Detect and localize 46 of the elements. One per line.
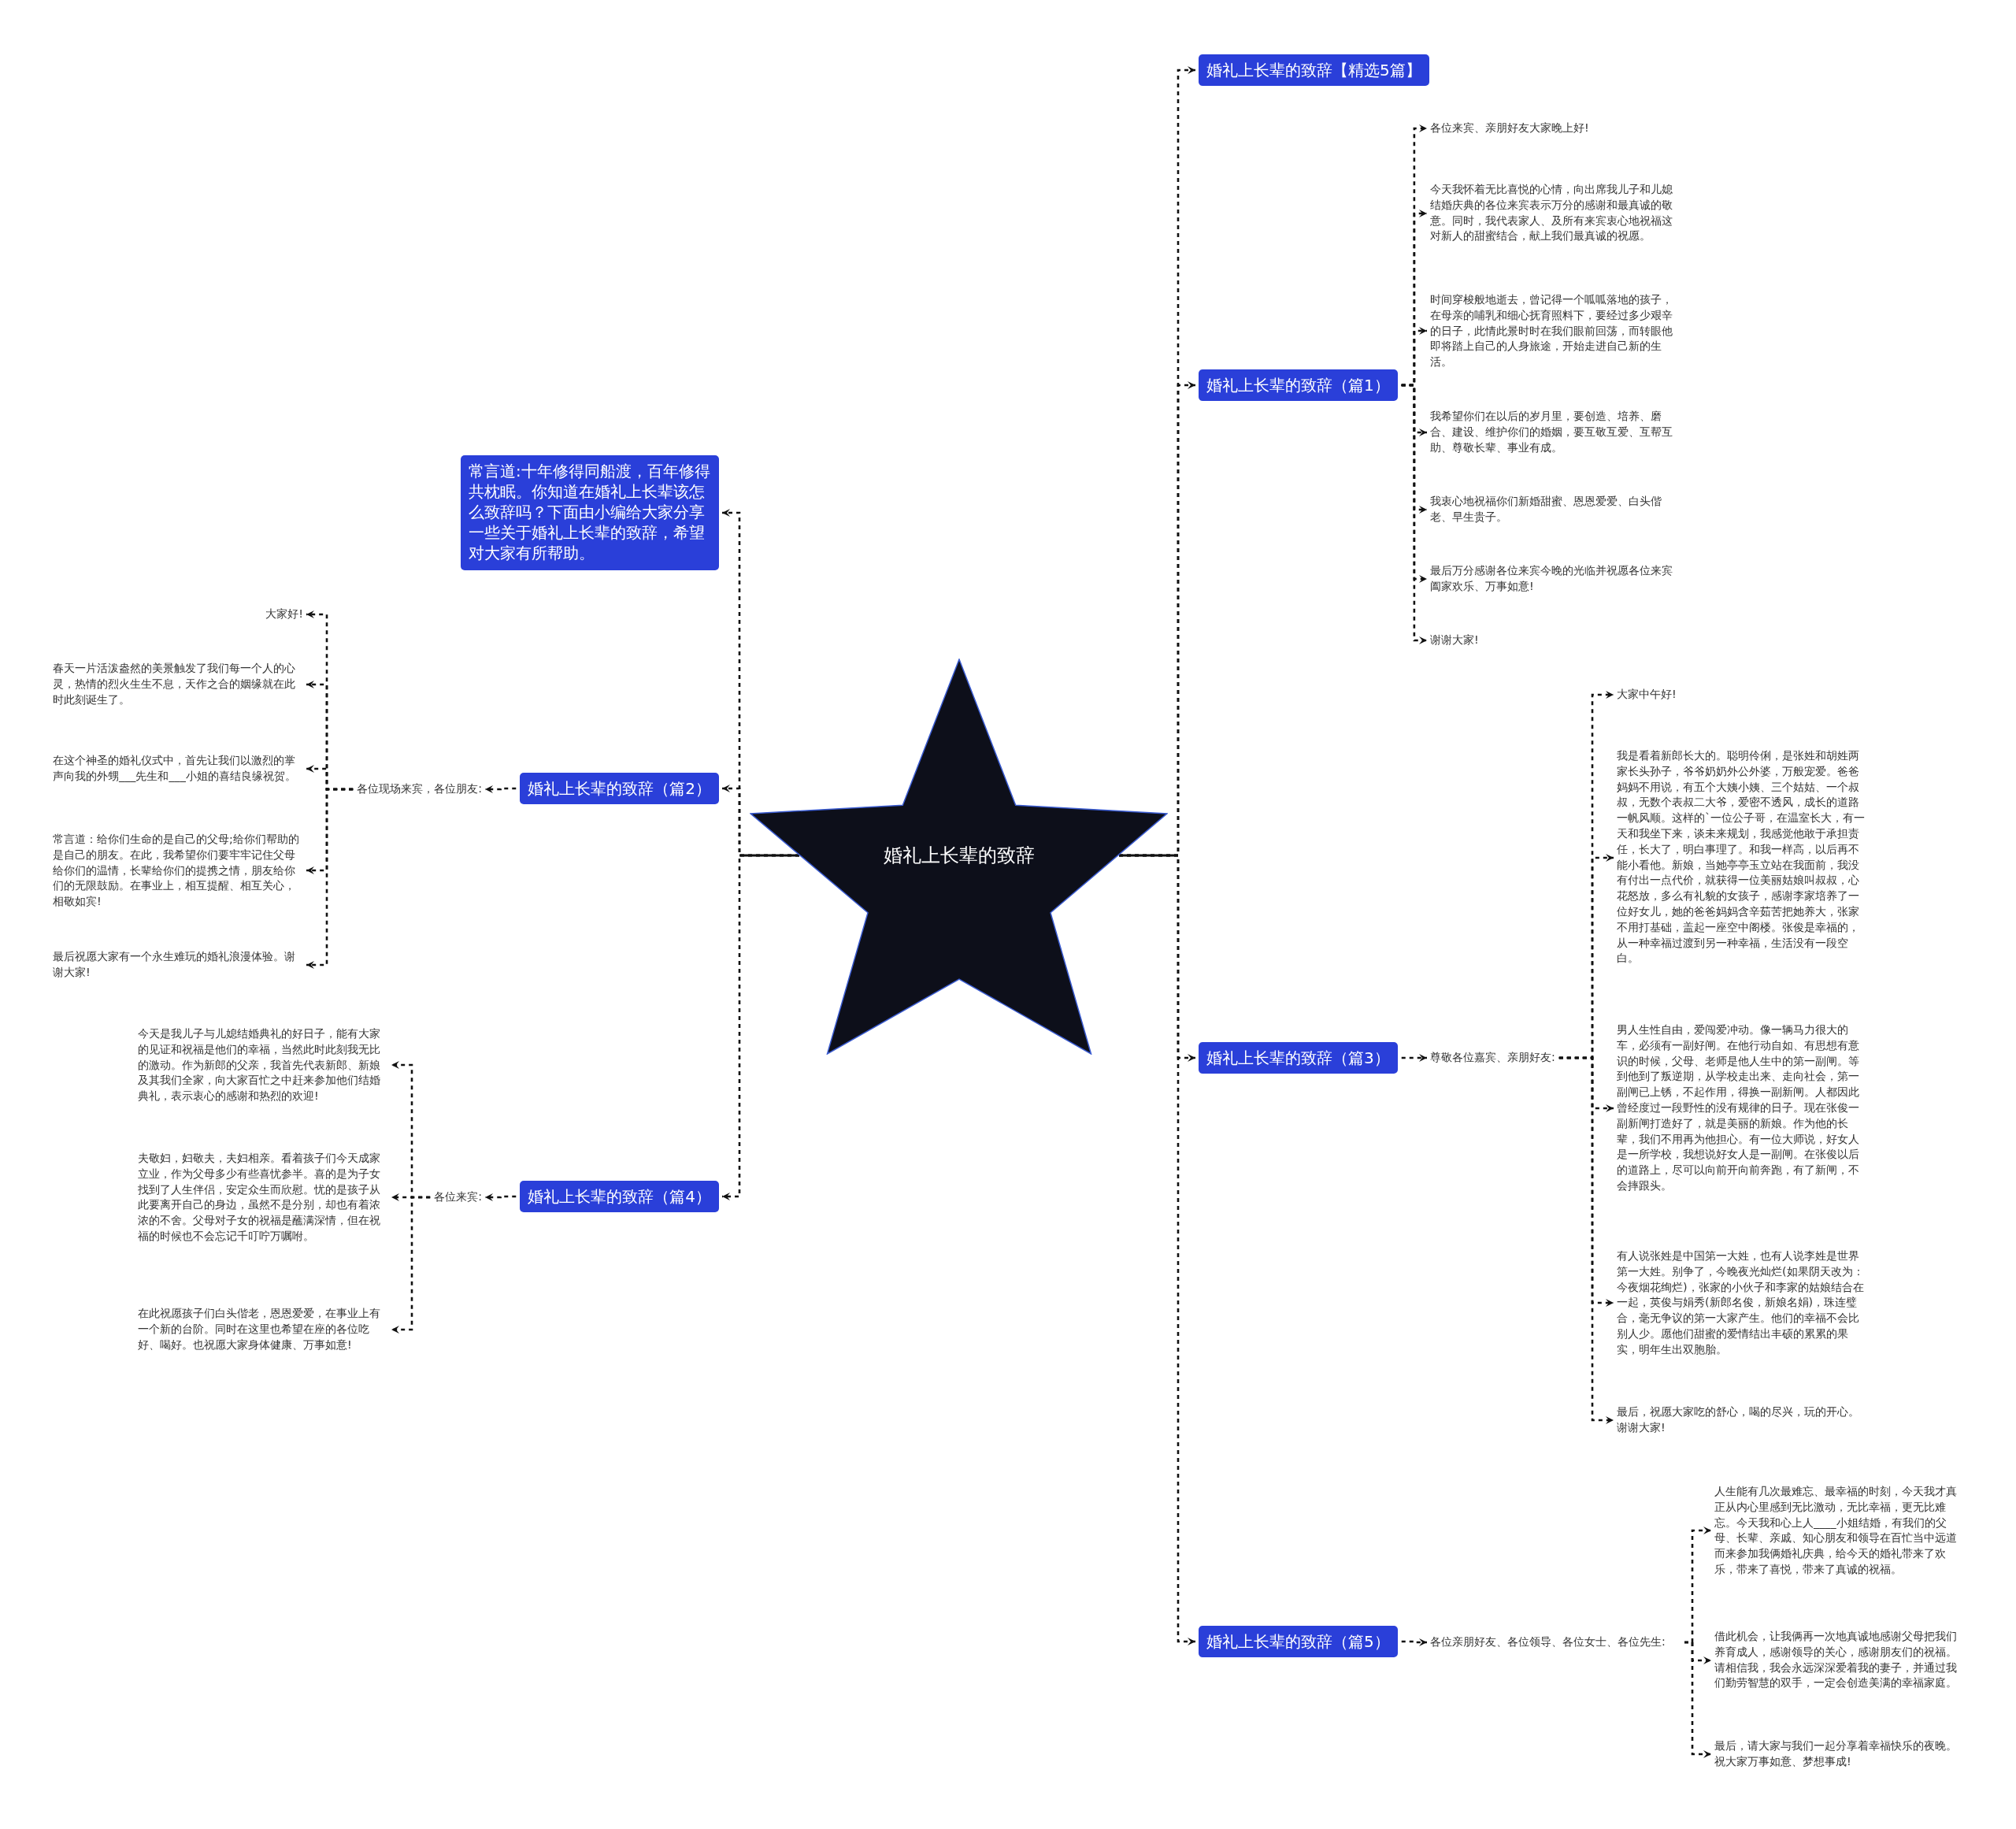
speech-text: 谢谢大家! [1430, 633, 1682, 648]
connector-arrow [1401, 1638, 1427, 1646]
speech-text: 我衷心地祝福你们新婚甜蜜、恩恩爱爱、白头偕老、早生贵子。 [1430, 494, 1682, 525]
connector-arrow [1558, 1056, 1614, 1424]
connector-arrow [485, 785, 517, 793]
speech-text: 最后，请大家与我们一起分享着幸福快乐的夜晚。祝大家万事如意、梦想事成! [1714, 1738, 1965, 1770]
speech-text: 我是看着新郎长大的。聪明伶俐，是张姓和胡姓两家长头孙子，爷爷奶奶外公外婆，万般宠爱。爸爸妈妈不用说，有五个大姨小姨、三个姑姑、一个叔叔，无数个表叔二大爷，爱密不透风，成长的道路一帆风顺。这样的`一位公子哥，在温室长大，有一天和我坐下来，谈未来规划，我感觉他敢于承担责任，长大了，明白事理了。和我一样高，以后再不能小看他。新娘，当她亭亭玉立站在我面前，我没有付出一点代价，就获得一位美丽姑娘叫叔叔，心花怒放，多么有礼貌的女孩子，感谢李家培养了一位好女儿，她的爸爸妈妈含辛茹苦把她养大，张家不用打基础，盖起一座空中阁楼。张俊是幸福的，从一种幸福过渡到另一种幸福，生活没有一段空白。 [1617, 748, 1867, 967]
speech-text: 大家中午好! [1617, 687, 1867, 703]
greeting-text: 各位亲朋好友、各位领导、各位女士、各位先生: [1430, 1634, 1681, 1650]
connector-arrow [391, 1196, 431, 1334]
speech-text: 大家好! [265, 607, 303, 622]
topic-box: 婚礼上长辈的致辞（篇3） [1199, 1042, 1398, 1074]
speech-text: 最后，祝愿大家吃的舒心，喝的尽兴，玩的开心。谢谢大家! [1617, 1404, 1867, 1436]
topic-box: 婚礼上长辈的致辞（篇1） [1199, 369, 1398, 401]
topic-box: 婚礼上长辈的致辞（篇4） [520, 1181, 719, 1212]
speech-text: 常言道：给你们生命的是自己的父母;给你们帮助的是自己的朋友。在此，我希望你们要牢牢记住父母给你们的温情，长辈给你们的提携之情，朋友给你们的无限鼓励。在事业上，相互提醒、相互关心，相敬如宾! [53, 831, 303, 910]
speech-text: 有人说张姓是中国第一大姓，也有人说李姓是世界第一大姓。别争了，今晚夜光灿烂(如果阴天改为：今夜烟花绚烂)，张家的小伙子和李家的姑娘结合在一起，英俊与娟秀(新郎名俊，新娘名娟)，珠连璧合，毫无争议的第一大家产生。他们的幸福不会比别人少。愿他们甜蜜的爱情结出丰硕的累累的果实，明年生出双胞胎。 [1617, 1248, 1867, 1358]
speech-text: 时间穿梭般地逝去，曾记得一个呱呱落地的孩子，在母亲的哺乳和细心抚育照料下，要经过多少艰辛的日子，此情此景时时在我们眼前回荡，而转眼他即将踏上自己的人身旅途，开始走进自己新的生活。 [1430, 291, 1682, 370]
connector-arrow [306, 788, 354, 969]
connector-arrow [1401, 1054, 1427, 1062]
topic-box: 婚礼上长辈的致辞（篇5） [1199, 1626, 1398, 1657]
speech-text: 各位来宾、亲朋好友大家晚上好! [1430, 121, 1682, 136]
speech-text: 男人生性自由，爱闯爱冲动。像一辆马力很大的车，必须有一副好闸。在他行动自如、有思想有意识的时候，父母、老师是他人生中的第一副闸。等到他到了叛逆期，从学校走出来、走向社会，第一副闸已上锈，不起作用，得换一副新闸。人都因此曾经度过一段野性的没有规律的日子。现在张俊一副新闸打造好了，就是美丽的新娘。作为他的长辈，我们不用再为他担心。有一位大师说，好女人是一所学校，我想说好女人是一副闸。在张俊以后的道路上，尽可以向前开向前奔跑，有了新闸，不会摔跟头。 [1617, 1022, 1867, 1194]
connector-arrow [722, 854, 799, 1200]
speech-text: 借此机会，让我俩再一次地真诚地感谢父母把我们养育成人，感谢领导的关心，感谢朋友们的祝福。请相信我，我会永远深深爱着我的妻子，并通过我们勤劳智慧的双手，一定会创造美满的幸福家庭。 [1714, 1629, 1965, 1692]
connector-arrow [1684, 1641, 1711, 1758]
greeting-text: 各位现场来宾，各位朋友: [357, 781, 482, 797]
speech-text: 夫敬妇，妇敬夫，夫妇相亲。看着孩子们今天成家立业，作为父母多少有些喜忧参半。喜的是为子女找到了人生伴侣，安定众生而欣慰。忧的是孩子从此要离开自己的身边，虽然不是分别，却也有着浓浓的不舍。父母对子女的祝福是蘸满深情，但在祝福的时候也不会忘记千叮咛万嘱咐。 [138, 1150, 388, 1245]
greeting-text: 尊敬各位嘉宾、亲朋好友: [1430, 1050, 1555, 1066]
speech-text: 最后祝愿大家有一个永生难玩的婚礼浪漫体验。谢谢大家! [53, 949, 303, 981]
speech-text: 在此祝愿孩子们白头偕老，恩恩爱爱，在事业上有一个新的台阶。同时在这里也希望在座的各位吃好、喝好。也祝愿大家身体健康、万事如意! [138, 1306, 388, 1353]
speech-text: 人生能有几次最难忘、最幸福的时刻，今天我才真正从内心里感到无比激动，无比幸福，更无比难忘。今天我和心上人____小姐结婚，有我们的父母、长辈、亲戚、知心朋友和领导在百忙当中远道而来参加我俩婚礼庆典，给今天的婚礼带来了欢乐，带来了喜悦，带来了真诚的祝福。 [1714, 1483, 1965, 1578]
speech-text: 春天一片活泼盎然的美景触发了我们每一个人的心灵，热情的烈火生生不息，天作之合的姻缘就在此时此刻诞生了。 [53, 661, 303, 708]
speech-text: 在这个神圣的婚礼仪式中，首先让我们以激烈的掌声向我的外甥___先生和___小姐的喜结良缘祝贺。 [53, 753, 303, 785]
speech-text: 今天是我儿子与儿媳结婚典礼的好日子，能有大家的见证和祝福是他们的幸福，当然此时此刻我无比的激动。作为新郎的父亲，我首先代表新郎、新娘及其我们全家，向大家百忙之中赶来参加他们结婚典礼，表示衷心的感谢和热烈的欢迎! [138, 1026, 388, 1104]
title-text: 婚礼上长辈的致辞 [883, 844, 1035, 868]
connector-arrow [485, 1193, 517, 1201]
greeting-text: 各位来宾: [434, 1189, 482, 1205]
speech-text: 今天我怀着无比喜悦的心情，向出席我儿子和儿媳结婚庆典的各位来宾表示万分的感谢和最真诚的敬意。同时，我代表家人、及所有来宾衷心地祝福这对新人的甜蜜结合，献上我们最真诚的祝愿。 [1430, 182, 1682, 245]
connector-arrow [1119, 854, 1195, 1645]
speech-text: 最后万分感谢各位来宾今晚的光临并祝愿各位来宾阖家欢乐、万事如意! [1430, 563, 1682, 595]
intro-box: 常言道:十年修得同船渡，百年修得共枕眠。你知道在婚礼上长辈该怎么致辞吗？下面由小编给大家分享一些关于婚礼上长辈的致辞，希望对大家有所帮助。 [461, 455, 719, 570]
speech-text: 我希望你们在以后的岁月里，要创造、培养、磨合、建设、维护你们的婚姻，要互敬互爱、互帮互助、尊敬长辈、事业有成。 [1430, 409, 1682, 456]
connector-arrow [1401, 384, 1427, 644]
topic-box: 婚礼上长辈的致辞（篇2） [520, 773, 719, 804]
topic-box: 婚礼上长辈的致辞【精选5篇】 [1199, 54, 1429, 86]
